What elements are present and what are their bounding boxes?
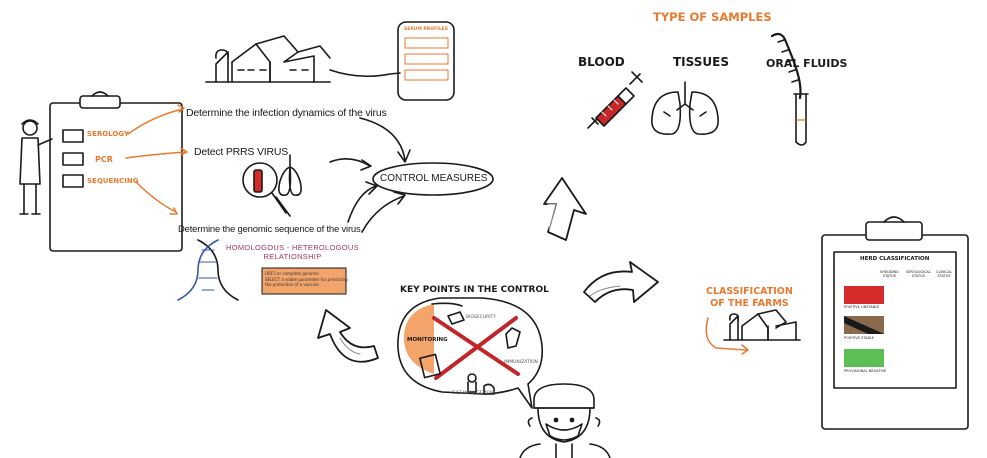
herd-status-swatches (844, 286, 884, 367)
right-clipboard-icon (821, 216, 969, 430)
status-swatch-red (844, 286, 884, 304)
oral-fluid-tube-icon (770, 32, 809, 146)
lungs-icon (651, 81, 719, 135)
doctor-icon (519, 383, 611, 458)
pcr-label: PCR (95, 155, 113, 164)
key-points-title: KEY POINTS IN THE CONTROL (400, 285, 549, 295)
relationship-text: HOMOLOGOUS - HETEROLOGOUS RELATIONSHIP (226, 243, 359, 262)
genomic-note-text: ORF5 or complete genome SELECT a viable … (265, 271, 348, 288)
right-arrow-icon (583, 261, 659, 303)
shedding-status-header: SHEDDING STATUS (880, 270, 899, 279)
samples-title: TYPE OF SAMPLES (653, 10, 772, 24)
left-clipboard-icon (49, 91, 183, 252)
gilt-management-label: GILT MANAGEMENT (452, 391, 496, 396)
oral-fluids-label: ORAL FLUIDS (766, 57, 848, 70)
farm-icon (205, 35, 331, 83)
provisional-negative-label: PROVISIONAL NEGATIVE (844, 369, 887, 373)
control-measures-label: CONTROL MEASURES (380, 173, 488, 184)
serology-label: SEROLOGY (87, 130, 129, 138)
big-arrows (317, 177, 659, 363)
left-arrow-icon (317, 309, 379, 363)
serum-profiles-panel (397, 21, 455, 101)
key-points-bubble (397, 297, 544, 409)
classification-label: CLASSIFICATION OF THE FARMS (706, 286, 793, 309)
serum-profiles-title: SERUM PROFILES (404, 27, 448, 32)
clinical-status-header: CLINICAL STATUS (936, 270, 952, 279)
tissues-label: TISSUES (673, 55, 729, 69)
positive-stable-label: POSITIVE STABLE (844, 336, 875, 340)
scientist-icon (19, 119, 53, 215)
blood-label: BLOOD (578, 55, 625, 69)
detect-prrs-text: Detect PRRS VIRUS (194, 146, 289, 158)
dna-icon (177, 239, 239, 301)
genomic-note-box (261, 267, 347, 295)
orange-arrows (125, 104, 749, 355)
monitoring-label: MONITORING (407, 337, 448, 343)
immunization-label: IMMUNIZATION (504, 360, 538, 365)
curved-arrows-to-control (329, 117, 411, 233)
herd-classification-title: HERD CLASSIFICATION (860, 256, 930, 262)
status-swatch-green (844, 349, 884, 367)
genomic-sequence-text: Determine the genomic sequence of the vi… (178, 224, 361, 235)
control-measures-ellipse (372, 162, 494, 196)
up-arrow-icon (543, 177, 587, 241)
positive-unstable-label: POSITIVE UNSTABLE (844, 305, 880, 309)
small-lungs-icon (278, 154, 302, 197)
sequencing-label: SEQUENCING (87, 177, 139, 185)
biosecurity-label: BIOSECURITY (466, 315, 497, 320)
syringe-icon (587, 71, 643, 129)
serological-status-header: SEROLOGICAL STATUS (906, 270, 931, 279)
classification-farm-icon (723, 309, 801, 341)
magnifier-icon (242, 162, 291, 217)
infection-dynamics-text: Determine the infection dynamics of the … (186, 107, 387, 119)
farm-to-serum-line (329, 69, 401, 78)
